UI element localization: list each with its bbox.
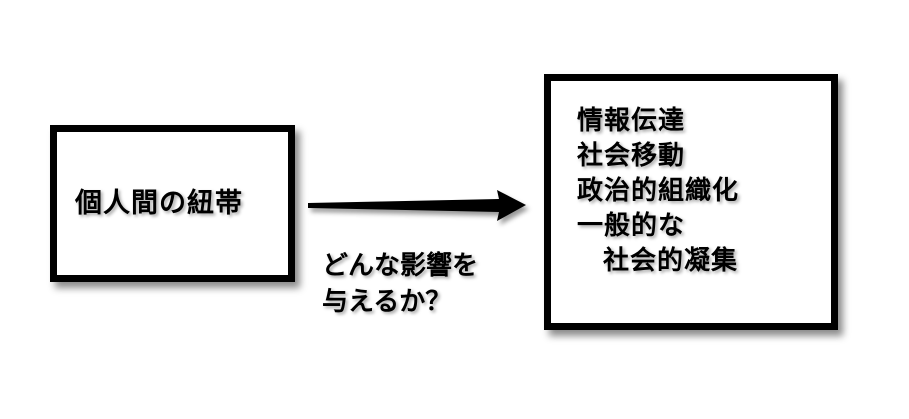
outcome-item: 政治的組織化 (577, 176, 740, 206)
question-line: どんな影響を (322, 251, 479, 281)
arrow-head-icon (308, 190, 526, 221)
outcome-item: 社会的凝集 (603, 246, 739, 276)
source-box-label: 個人間の紐帯 (75, 188, 243, 219)
question-line: 与えるか？ (322, 287, 452, 317)
outcomes-list: 情報伝達 社会移動 政治的組織化 一般的な 社会的凝集 (577, 104, 739, 279)
outcome-item: 情報伝達 (577, 106, 686, 136)
outcome-item: 社会移動 (577, 141, 686, 171)
outcomes-box (544, 74, 838, 330)
question-text: どんな影響を 与えるか？ (322, 248, 478, 320)
outcome-item: 一般的な (577, 211, 686, 241)
source-box (50, 125, 295, 282)
